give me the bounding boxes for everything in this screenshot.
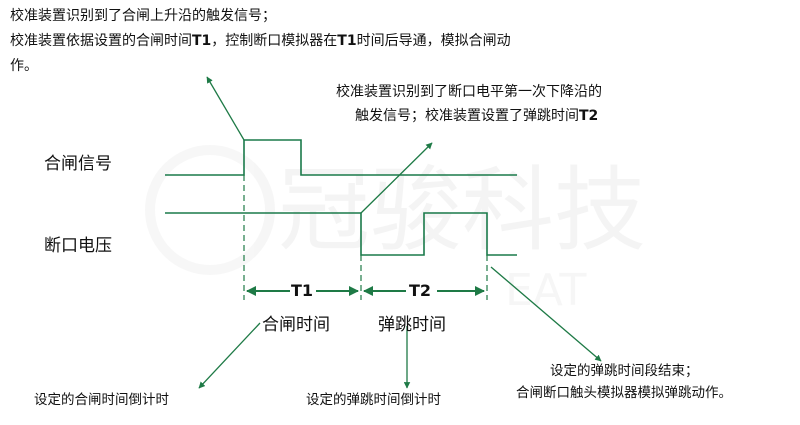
falling-edge-callout-arrow xyxy=(360,142,433,214)
closing-time-label: 合闸时间 xyxy=(262,315,330,335)
falling-edge-note-line1: 校准装置识别到了断口电平第一次下降沿的 xyxy=(336,84,602,100)
watermark-sub: EAT xyxy=(505,265,586,316)
rising-edge-note-line3: 作。 xyxy=(10,58,38,74)
rising-edge-note-line1: 校准装置识别到了合闸上升沿的触发信号； xyxy=(10,8,276,24)
watermark-text: 冠骏科技 xyxy=(278,157,646,264)
rising-edge-callout-arrow xyxy=(206,76,245,141)
bounce-end-note-line1: 设定的弹跳时间段结束； xyxy=(550,363,699,379)
closing-signal-waveform xyxy=(165,139,517,176)
watermark-logo xyxy=(145,145,275,275)
bounce-end-callout-arrow xyxy=(490,266,602,362)
t1-label: T1 xyxy=(291,281,314,300)
t1-countdown-callout-arrow xyxy=(198,322,261,389)
rising-edge-note-line2: 校准装置依据设置的合闸时间T1，控制断口模拟器在T1时间后导通，模拟合闸动 xyxy=(10,33,511,49)
bounce-end-note-line2: 合闸断口触头模拟器模拟弹跳动作。 xyxy=(516,385,732,401)
bounce-countdown-note: 设定的弹跳时间倒计时 xyxy=(306,392,441,408)
break-voltage-label: 断口电压 xyxy=(44,236,112,256)
t2-label: T2 xyxy=(409,281,432,300)
break-voltage-waveform xyxy=(165,212,517,256)
falling-edge-note-line2: 触发信号；校准装置设置了弹跳时间T2 xyxy=(355,108,599,124)
bounce-time-label: 弹跳时间 xyxy=(378,315,446,335)
closing-signal-label: 合闸信号 xyxy=(44,154,112,174)
closing-countdown-note: 设定的合闸时间倒计时 xyxy=(34,392,169,408)
